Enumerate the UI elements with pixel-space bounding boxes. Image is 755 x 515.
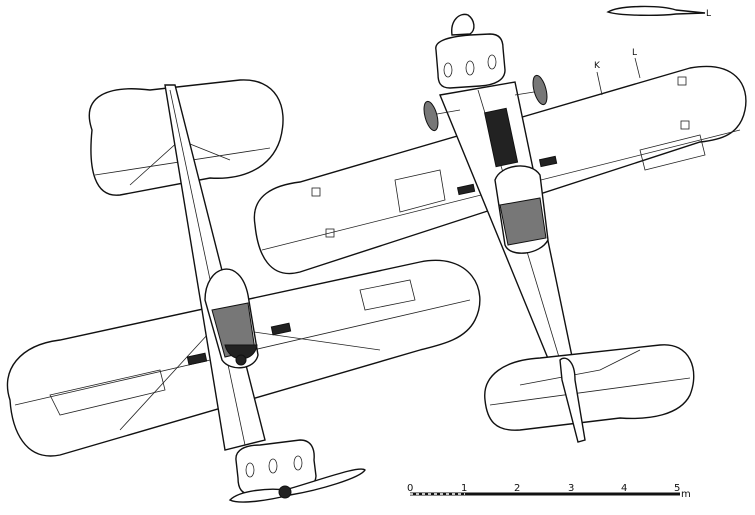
label-l: L xyxy=(632,48,637,58)
underside-view xyxy=(6,79,481,503)
scale-tick-0: 0 xyxy=(407,483,413,494)
scale-tick-2: 2 xyxy=(514,483,520,494)
scale-tick-5: 5 xyxy=(674,483,680,494)
airfoil-section: L xyxy=(606,5,711,19)
right-fuselage xyxy=(439,81,581,401)
scale-tick-1: 1 xyxy=(461,483,467,494)
airfoil-label: L xyxy=(706,9,711,19)
landing-wheels xyxy=(423,74,548,132)
left-engine xyxy=(228,439,366,503)
left-fuselage xyxy=(164,84,266,451)
scale-unit: m xyxy=(681,489,691,500)
right-tailplane xyxy=(484,344,695,443)
right-engine xyxy=(435,13,506,89)
label-k: K xyxy=(594,61,601,71)
scale-bar: 0 1 2 3 4 5 m xyxy=(407,483,691,500)
scale-tick-3: 3 xyxy=(568,483,574,494)
scale-tick-4: 4 xyxy=(621,483,627,494)
top-view: K L xyxy=(253,13,747,443)
